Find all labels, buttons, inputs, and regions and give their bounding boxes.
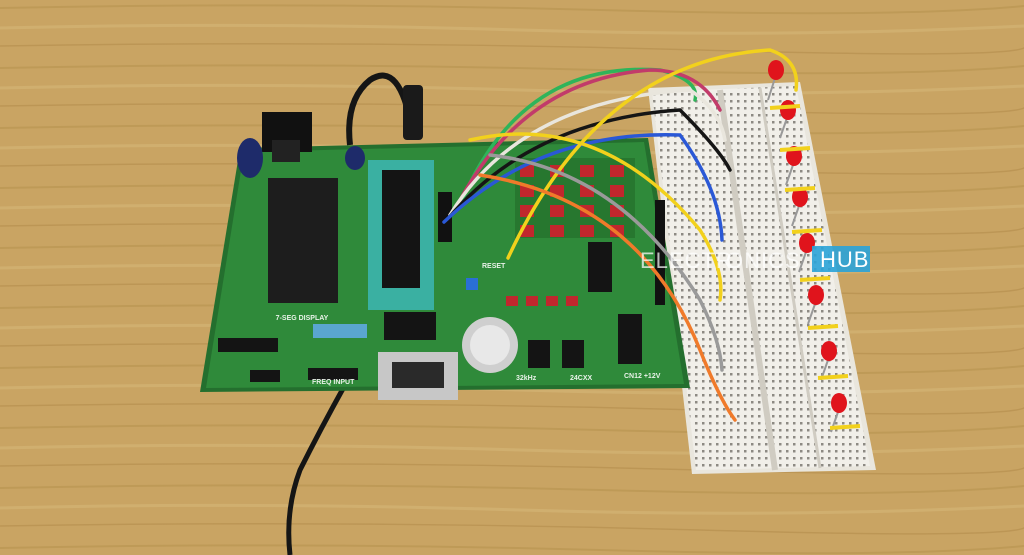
voltage-regulator [272, 140, 300, 162]
capacitor [237, 138, 263, 178]
ic-chip [618, 314, 642, 364]
microcontroller-chip [382, 170, 420, 288]
cn-label: CN12 +12V [624, 373, 661, 380]
seven-segment-display: 7-SEG DISPLAY [268, 178, 338, 322]
capacitor [345, 146, 365, 170]
watermark-badge: HUB [820, 247, 869, 272]
led-array [767, 60, 861, 433]
watermark-text-2: ONICS [726, 248, 801, 273]
crystal-label: 32kHz [516, 375, 537, 382]
development-board: 7-SEG DISPLAY RESET 24CXX 32kHz CN12 +12… [200, 112, 690, 400]
ic-chip [384, 312, 436, 340]
ic-chip [528, 340, 550, 368]
pin-header [438, 192, 452, 242]
seg-label: 7-SEG DISPLAY [276, 315, 329, 322]
led-1 [767, 60, 784, 101]
ic-chip [588, 242, 612, 292]
jumper-wires [442, 48, 799, 422]
freq-label: FREQ INPUT [312, 379, 355, 386]
led-5 [798, 233, 815, 273]
dc-jack [403, 85, 423, 140]
keypad-matrix [515, 158, 635, 238]
rtc-label: 24CXX [570, 375, 593, 382]
reset-button [466, 278, 478, 290]
watermark: ELECTR ONICS HUB [640, 246, 870, 273]
led-6 [807, 285, 824, 325]
ic-chip [562, 340, 584, 368]
reset-label: RESET [482, 263, 506, 270]
pin-header [655, 200, 665, 305]
power-cable [286, 383, 348, 555]
led-4 [791, 187, 808, 227]
watermark-text-1: ELECTR [640, 248, 733, 273]
